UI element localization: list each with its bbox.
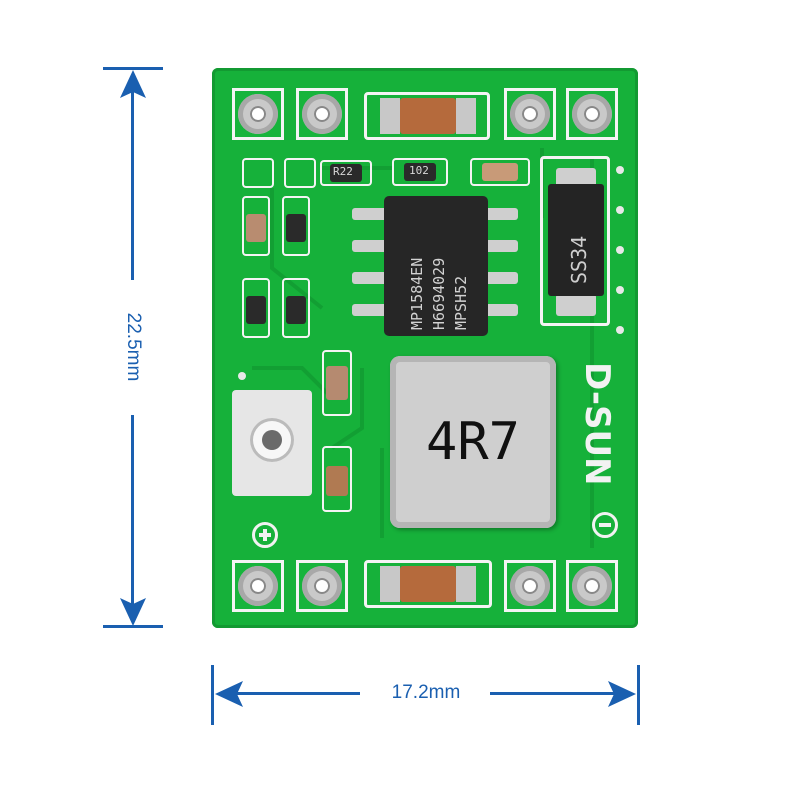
via-right-2 (616, 206, 624, 214)
height-label: 22.5mm (123, 312, 144, 382)
pad-vout-plus-top (504, 88, 556, 140)
via-right-5 (616, 326, 624, 334)
resistor-r22 (330, 164, 362, 182)
arrow-left-icon (215, 681, 243, 707)
pcb-traces (252, 148, 594, 548)
arrow-up-icon (120, 70, 146, 98)
ic-pin-4 (352, 304, 388, 316)
resistor-left (286, 214, 306, 242)
ic-pin-1 (352, 208, 388, 220)
diode-label-svg: SS34 (567, 236, 591, 284)
capacitor-left2-outline (284, 158, 316, 188)
ic-pin-7 (482, 272, 518, 284)
via-right-3 (616, 246, 624, 254)
ic-pin-5 (482, 208, 518, 220)
resistor-102 (404, 163, 436, 181)
ic-pin-2 (352, 240, 388, 252)
pad-vin-plus-bottom (232, 560, 284, 612)
potentiometer (232, 390, 312, 496)
capacitor-bottom-outline (364, 560, 492, 608)
capacitor-top-outline (364, 92, 490, 140)
capacitor-mid2-outline (322, 446, 352, 512)
ic-pin-8 (482, 304, 518, 316)
resistor-left4 (246, 296, 266, 324)
diode-lead-bottom (556, 294, 596, 316)
capacitor-left3 (246, 214, 266, 242)
resistor-r22-outline (320, 160, 372, 186)
resistor-left-outline (282, 196, 310, 256)
width-dimension-line-left (220, 692, 360, 695)
capacitor-small-top (482, 163, 518, 181)
arrow-right-icon (608, 681, 636, 707)
pcb-board: R22 102 MP1584EN H6694029 MPSH52 (212, 68, 638, 628)
diode-ss34: SS34 (548, 184, 604, 296)
capacitor-top-end-left (380, 98, 400, 134)
capacitor-mid-outline (322, 350, 352, 416)
ic-mp1584en: MP1584EN H6694029 MPSH52 (384, 196, 488, 336)
via-right-4 (616, 286, 624, 294)
capacitor-bottom (400, 566, 456, 602)
height-dimension-bottom-tick (103, 625, 163, 628)
width-dimension-right-tick (637, 665, 640, 725)
pad-vout-plus-bottom (504, 560, 556, 612)
width-label: 17.2mm (391, 682, 461, 703)
brand-svg: D-SUN (577, 362, 617, 486)
via-right-1 (616, 166, 624, 174)
inductor-4r7: 4R7 (390, 356, 556, 528)
capacitor-left-outline (242, 158, 274, 188)
potentiometer-screw (262, 430, 282, 450)
diode-label: SS34 (567, 236, 591, 284)
ic-pin-6 (482, 240, 518, 252)
width-dimension-left-tick (211, 665, 214, 725)
resistor-102-outline (392, 158, 448, 186)
ic-pin-3 (352, 272, 388, 284)
width-dimension-line-right (490, 692, 630, 695)
capacitor-top-end-right (456, 98, 476, 134)
via-left-1 (238, 372, 246, 380)
ic-marking-text: MP1584EN H6694029 MPSH52 (408, 258, 470, 330)
capacitor-bottom-end-left (380, 566, 400, 602)
capacitor-mid2 (326, 466, 348, 496)
inductor-label: 4R7 (426, 412, 520, 472)
ic-line-3: MPSH52 (452, 276, 470, 330)
height-dimension-line-lower (131, 415, 134, 620)
arrow-down-icon (120, 598, 146, 626)
ground-symbol-right (592, 512, 618, 538)
height-dimension-top-tick (103, 67, 163, 70)
pad-vin-minus-top (296, 88, 348, 140)
pad-vin-minus-bottom (296, 560, 348, 612)
resistor-r22-label: R22 (333, 165, 353, 178)
pad-vin-plus-top (232, 88, 284, 140)
resistor-left5-outline (282, 278, 310, 338)
height-dimension-line-upper (131, 75, 134, 280)
pad-vout-minus-bottom (566, 560, 618, 612)
capacitor-bottom-end-right (456, 566, 476, 602)
diode-outline (540, 156, 610, 326)
plus-symbol-left (252, 522, 278, 548)
resistor-left4-outline (242, 278, 270, 338)
ic-line-1: MP1584EN (408, 258, 426, 330)
resistor-left5 (286, 296, 306, 324)
pad-vout-minus-top (566, 88, 618, 140)
brand-label: D-SUN (577, 362, 617, 486)
resistor-102-label: 102 (409, 164, 429, 177)
capacitor-left3-outline (242, 196, 270, 256)
capacitor-small-top-outline (470, 158, 530, 186)
capacitor-top (400, 98, 456, 134)
capacitor-mid (326, 366, 348, 400)
ic-line-2: H6694029 (430, 258, 448, 330)
